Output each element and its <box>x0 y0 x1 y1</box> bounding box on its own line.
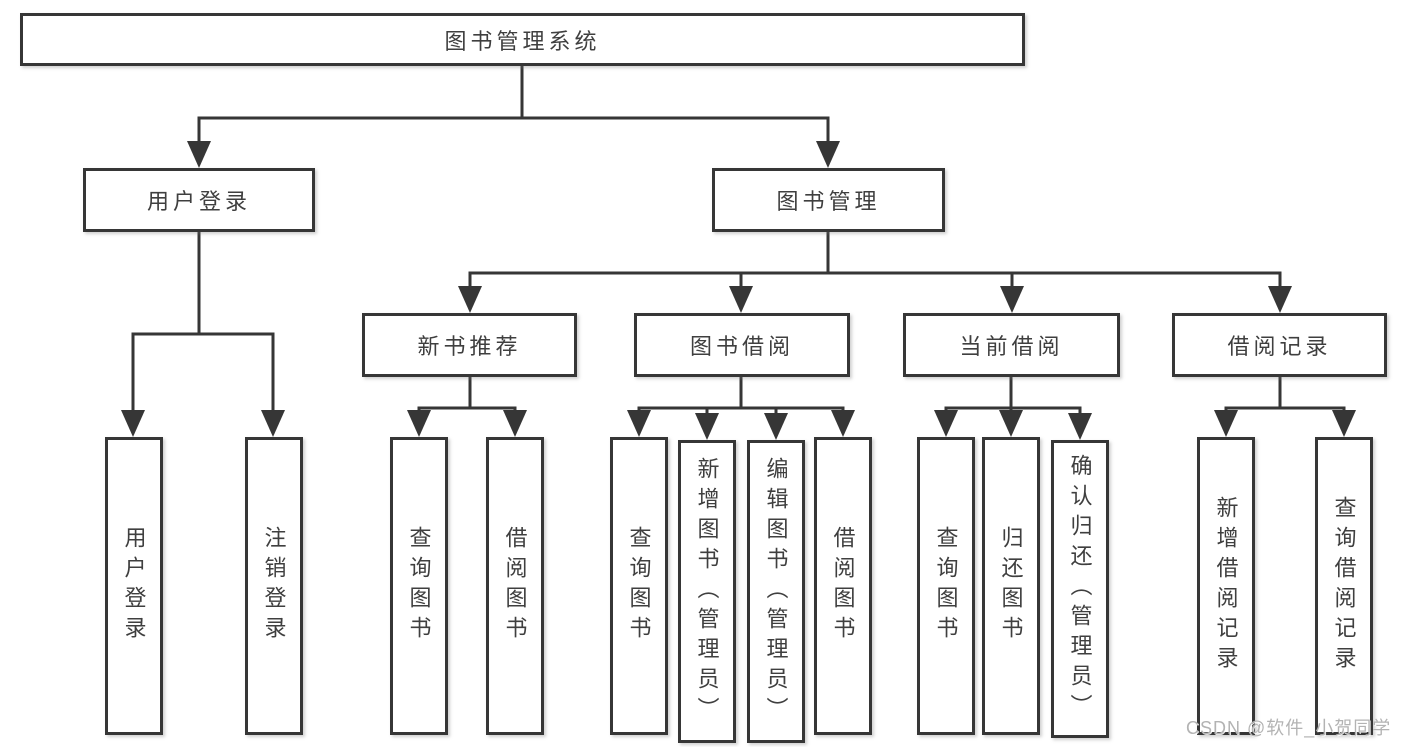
arrowhead-icon <box>934 410 958 437</box>
node-user-login: 用户登录 <box>83 168 315 232</box>
leaf-label: 查询图书 <box>933 526 959 646</box>
leaf-edit-book-admin: 编辑图书（管理员） <box>747 440 805 743</box>
connector-root-to-level2 <box>187 66 840 168</box>
leaf-query-books-borrow: 查询图书 <box>610 437 668 735</box>
leaf-add-borrow-record: 新增借阅记录 <box>1197 437 1255 735</box>
arrowhead-icon <box>121 410 145 437</box>
arrowhead-icon <box>627 410 651 437</box>
leaf-label: 借阅图书 <box>830 526 856 646</box>
node-root: 图书管理系统 <box>20 13 1025 66</box>
arrowhead-icon <box>831 410 855 437</box>
leaf-user-login: 用户登录 <box>105 437 163 735</box>
arrowhead-icon <box>999 410 1023 437</box>
leaf-label: 查询图书 <box>406 526 432 646</box>
leaf-return-book: 归还图书 <box>982 437 1040 735</box>
leaf-confirm-return-admin: 确认归还（管理员） <box>1051 440 1109 738</box>
leaf-label: 查询图书 <box>626 526 652 646</box>
leaf-label: 归还图书 <box>998 526 1024 646</box>
connector-book-mgmt-children <box>458 232 1292 313</box>
leaf-logout: 注销登录 <box>245 437 303 735</box>
arrowhead-icon <box>764 413 788 440</box>
leaf-label: 新增借阅记录 <box>1213 496 1239 676</box>
leaf-add-book-admin: 新增图书（管理员） <box>678 440 736 743</box>
node-current-borrow: 当前借阅 <box>903 313 1120 377</box>
arrowhead-icon <box>187 141 211 168</box>
leaf-label: 用户登录 <box>121 526 147 646</box>
arrowhead-icon <box>503 410 527 437</box>
arrowhead-icon <box>1214 410 1238 437</box>
connector-current-borrow-children <box>934 377 1092 440</box>
leaf-borrow-books: 借阅图书 <box>814 437 872 735</box>
leaf-query-books-recommend: 查询图书 <box>390 437 448 735</box>
arrowhead-icon <box>816 141 840 168</box>
arrowhead-icon <box>1268 286 1292 313</box>
node-new-book-recommend: 新书推荐 <box>362 313 577 377</box>
node-borrow-records: 借阅记录 <box>1172 313 1387 377</box>
leaf-query-books-current: 查询图书 <box>917 437 975 735</box>
connector-borrow-records-children <box>1214 377 1356 437</box>
leaf-borrow-books-recommend: 借阅图书 <box>486 437 544 735</box>
leaf-label: 编辑图书（管理员） <box>763 456 789 727</box>
node-book-management: 图书管理 <box>712 168 945 232</box>
node-book-borrow: 图书借阅 <box>634 313 850 377</box>
arrowhead-icon <box>729 286 753 313</box>
arrowhead-icon <box>458 286 482 313</box>
connector-user-login-children <box>121 232 285 437</box>
arrowhead-icon <box>695 413 719 440</box>
arrowhead-icon <box>1068 413 1092 440</box>
leaf-label: 确认归还（管理员） <box>1067 454 1093 724</box>
connector-book-borrow-children <box>627 377 855 440</box>
arrowhead-icon <box>1332 410 1356 437</box>
leaf-label: 新增图书（管理员） <box>694 456 720 727</box>
leaf-label: 借阅图书 <box>502 526 528 646</box>
leaf-label: 查询借阅记录 <box>1331 496 1357 676</box>
arrowhead-icon <box>407 410 431 437</box>
connector-new-book-children <box>407 377 527 437</box>
arrowhead-icon <box>261 410 285 437</box>
watermark-text: CSDN @软件_小贺同学 <box>1186 718 1392 738</box>
leaf-label: 注销登录 <box>261 526 287 646</box>
leaf-query-borrow-record: 查询借阅记录 <box>1315 437 1373 735</box>
arrowhead-icon <box>1000 286 1024 313</box>
